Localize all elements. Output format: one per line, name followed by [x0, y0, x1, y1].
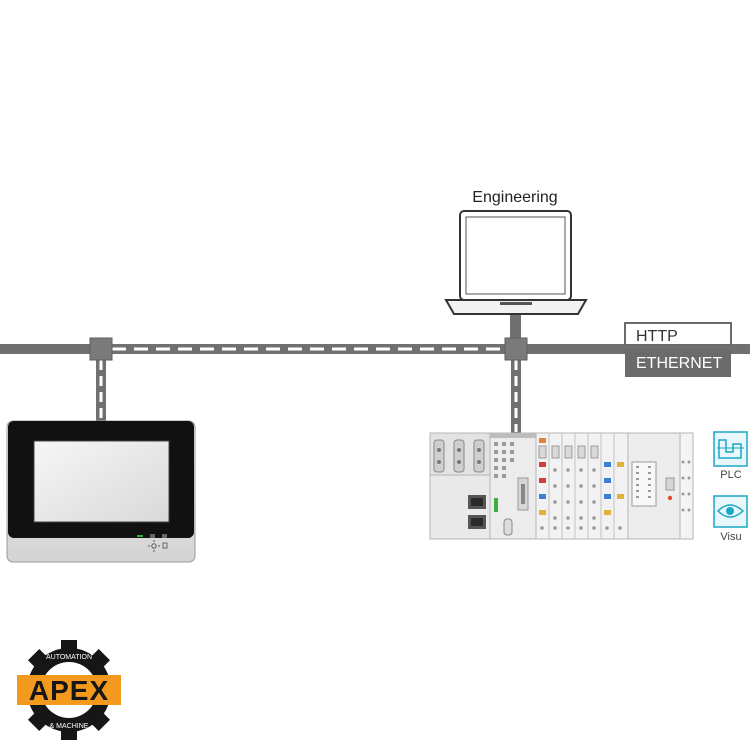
http-label: HTTP	[636, 328, 678, 345]
laptop-icon	[444, 210, 588, 315]
engineering-label: Engineering	[472, 189, 557, 206]
apex-logo: APEX AUTOMATION & MACHINE	[17, 640, 121, 740]
run-led	[494, 498, 498, 512]
plc-icon	[713, 431, 748, 467]
protocol-legend: HTTP ETHERNET	[624, 322, 732, 377]
svg-text:APEX: APEX	[29, 675, 109, 706]
controller-drop-line	[511, 355, 521, 435]
svg-text:AUTOMATION: AUTOMATION	[46, 654, 92, 661]
ethernet-bus	[0, 344, 750, 354]
plc-label: PLC	[720, 469, 741, 481]
ethernet-label: ETHERNET	[636, 355, 722, 372]
hmi-drop-line	[96, 355, 106, 423]
rj45-port	[468, 495, 486, 529]
junction-right	[504, 337, 528, 361]
svg-text:& MACHINE: & MACHINE	[50, 723, 89, 730]
brightness-icon	[148, 540, 160, 552]
ethernet-box	[625, 349, 731, 377]
laptop-connection-line	[510, 312, 521, 346]
visualization-eye-icon	[713, 495, 748, 528]
http-box	[624, 322, 732, 346]
junction-left	[89, 337, 113, 361]
plc-controller	[429, 432, 694, 540]
visu-label: Visu	[720, 531, 741, 543]
hmi-screen	[33, 440, 170, 523]
io-modules	[535, 432, 694, 540]
hmi-panel	[6, 420, 196, 563]
status-led	[137, 535, 143, 537]
